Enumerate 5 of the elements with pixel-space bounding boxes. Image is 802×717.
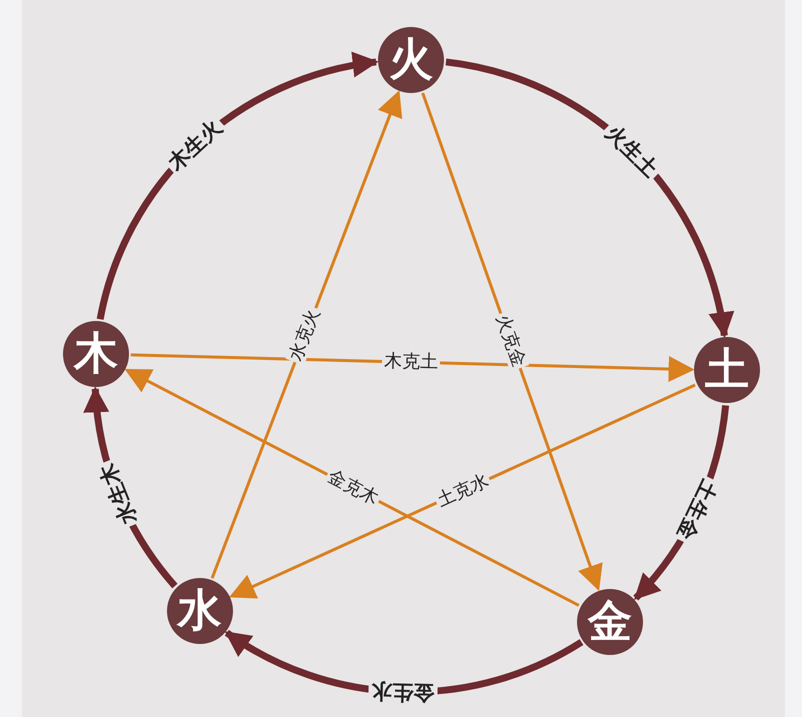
edge-label: 金生水 (368, 679, 438, 705)
arrow (229, 384, 696, 598)
arrow (210, 90, 402, 579)
arrow (124, 368, 580, 607)
arrow (421, 92, 603, 592)
